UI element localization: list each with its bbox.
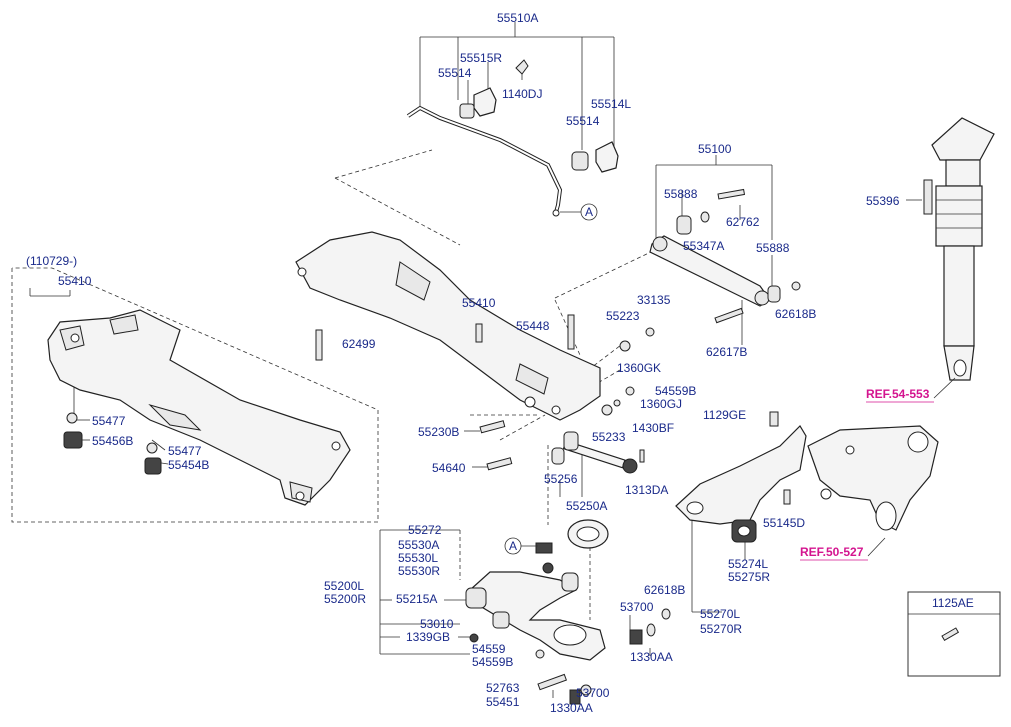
label-54640[interactable]: 54640 — [432, 461, 466, 475]
upper-control-arm — [649, 188, 801, 324]
label-1330AA[interactable]: 1330AA — [630, 650, 673, 664]
label-55477[interactable]: 55477 — [168, 444, 202, 458]
label-33135[interactable]: 33135 — [637, 293, 671, 307]
label-1430BF[interactable]: 1430BF — [632, 421, 674, 435]
lateral-link — [551, 431, 645, 474]
label-55514[interactable]: 55514 — [566, 114, 600, 128]
label-1125AE[interactable]: 1125AE — [932, 596, 974, 610]
label-1360GJ[interactable]: 1360GJ — [640, 397, 682, 411]
label-55200L[interactable]: 55200L — [324, 579, 364, 593]
label-55272[interactable]: 55272 — [408, 523, 442, 537]
label-1140DJ[interactable]: 1140DJ — [502, 87, 542, 101]
label-55888[interactable]: 55888 — [664, 187, 698, 201]
label-55274L[interactable]: 55274L — [728, 557, 768, 571]
label-62618B[interactable]: 62618B — [644, 583, 685, 597]
rear-crossmember-main — [295, 231, 655, 471]
label-55270R[interactable]: 55270R — [700, 622, 742, 636]
label-55223[interactable]: 55223 — [606, 309, 640, 323]
label-54559B[interactable]: 54559B — [655, 384, 696, 398]
reference-links: REF.54-553 REF.50-527 — [800, 377, 956, 561]
label-1129GE[interactable]: 1129GE — [703, 408, 746, 422]
label-55530L[interactable]: 55530L — [398, 551, 438, 565]
label-55100[interactable]: 55100 — [698, 142, 732, 156]
trailing-arm — [675, 411, 807, 543]
label-55396[interactable]: 55396 — [866, 194, 900, 208]
label-1330AA[interactable]: 1330AA — [550, 701, 593, 715]
label-55888[interactable]: 55888 — [756, 241, 790, 255]
label-55454B[interactable]: 55454B — [168, 458, 209, 472]
label-1360GK[interactable]: 1360GK — [617, 361, 661, 375]
rear-crossmember-left — [47, 309, 351, 506]
label-53010[interactable]: 53010 — [420, 617, 454, 631]
label-55233[interactable]: 55233 — [592, 430, 626, 444]
label-55530A[interactable]: 55530A — [398, 538, 439, 552]
ref-link-50-527[interactable]: REF.50-527 — [800, 545, 864, 559]
label-55215A[interactable]: 55215A — [396, 592, 437, 606]
label-55451[interactable]: 55451 — [486, 695, 520, 709]
label-53700[interactable]: 53700 — [620, 600, 654, 614]
label-55514L[interactable]: 55514L — [591, 97, 631, 111]
label-55515R[interactable]: 55515R — [460, 51, 502, 65]
label-55410[interactable]: 55410 — [58, 274, 92, 288]
label-55347A[interactable]: 55347A — [683, 239, 724, 253]
label-52763[interactable]: 52763 — [486, 681, 520, 695]
label-1313DA[interactable]: 1313DA — [625, 483, 668, 497]
label-55275R[interactable]: 55275R — [728, 570, 770, 584]
label-62617B[interactable]: 62617B — [706, 345, 747, 359]
reference-circles — [504, 203, 598, 555]
shock-absorber — [923, 117, 995, 381]
ref-link-54-553[interactable]: REF.54-553 — [866, 387, 930, 401]
label-55256[interactable]: 55256 — [544, 472, 578, 486]
bolt-1125AE-box — [907, 591, 1001, 677]
stabilizer-bar — [406, 105, 563, 217]
label-62762[interactable]: 62762 — [726, 215, 760, 229]
label-62499[interactable]: 62499 — [342, 337, 376, 351]
label-55145D[interactable]: 55145D — [763, 516, 805, 530]
circle-a-label: A — [509, 539, 517, 553]
label-54559[interactable]: 54559 — [472, 642, 506, 656]
label-110729[interactable]: (110729-) — [26, 254, 77, 268]
label-55514[interactable]: 55514 — [438, 66, 472, 80]
label-55230B[interactable]: 55230B — [418, 425, 459, 439]
label-55410[interactable]: 55410 — [462, 296, 496, 310]
label-55530R[interactable]: 55530R — [398, 564, 440, 578]
circle-a-label: A — [585, 205, 593, 219]
part-number-labels: 55510A 55515R 55514 1140DJ 55514L 55514 … — [26, 11, 974, 715]
label-1339GB[interactable]: 1339GB — [406, 630, 450, 644]
lower-control-arm — [465, 519, 671, 705]
label-55477[interactable]: 55477 — [92, 414, 126, 428]
stabilizer-bushing-brackets — [459, 59, 619, 173]
label-55250A[interactable]: 55250A — [566, 499, 607, 513]
label-55510A[interactable]: 55510A — [497, 11, 538, 25]
label-55270L[interactable]: 55270L — [700, 607, 740, 621]
label-53700[interactable]: 53700 — [576, 686, 610, 700]
label-55456B[interactable]: 55456B — [92, 434, 133, 448]
label-55448[interactable]: 55448 — [516, 319, 550, 333]
label-62618B[interactable]: 62618B — [775, 307, 816, 321]
label-54559B[interactable]: 54559B — [472, 655, 513, 669]
rear-knuckle — [807, 425, 939, 531]
label-55200R[interactable]: 55200R — [324, 592, 366, 606]
